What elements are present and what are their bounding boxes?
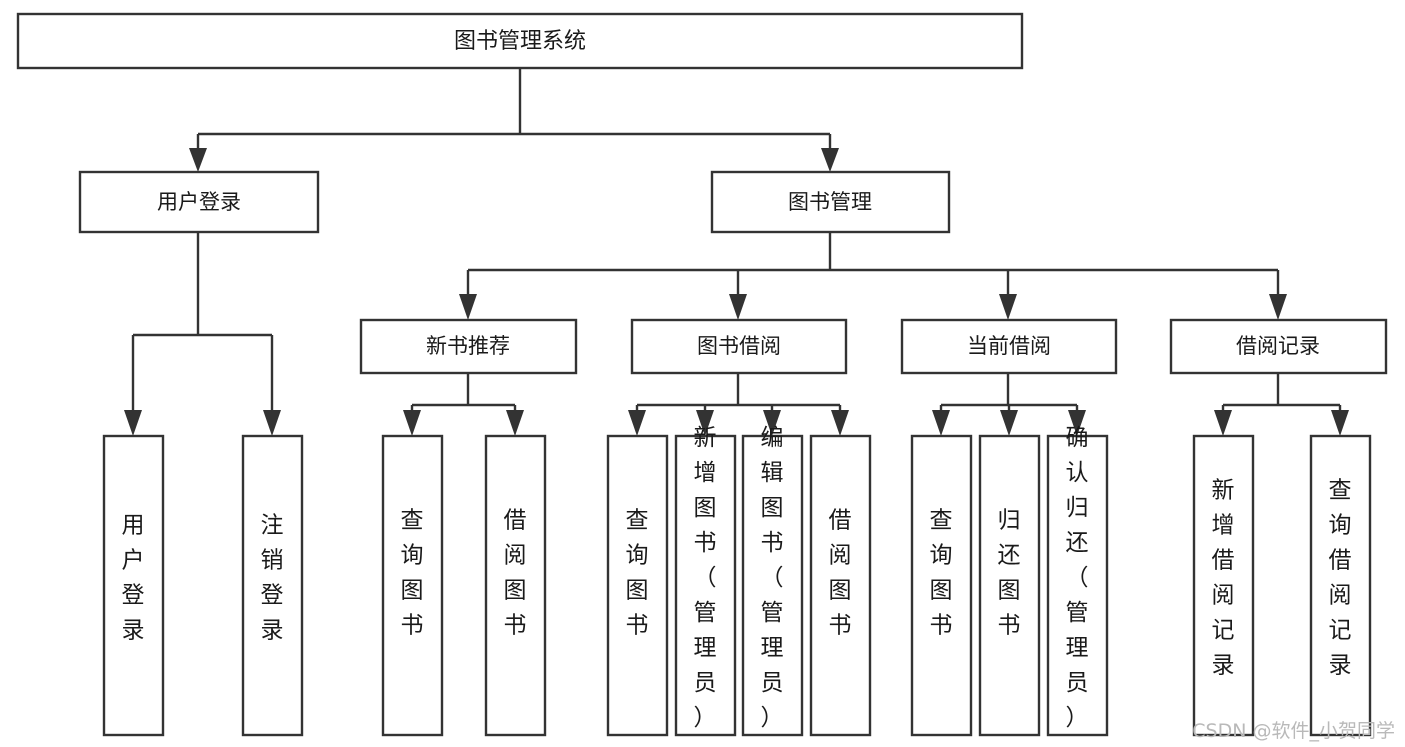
node-leaf-query-record-box[interactable] <box>1309 434 1372 737</box>
node-book-manage[interactable]: 图书管理 <box>710 170 951 234</box>
node-leaf-add-record-box[interactable] <box>1192 434 1255 737</box>
node-leaf-query-book-3[interactable]: 查询图书 <box>910 434 973 737</box>
node-leaf-add-record-label: 新增借阅记录 <box>1212 478 1235 679</box>
node-leaf-query-book-2[interactable]: 查询图书 <box>606 434 669 737</box>
node-leaf-confirm-return-box[interactable] <box>1046 434 1109 737</box>
node-book-borrow-box[interactable] <box>630 318 848 375</box>
arrow-head-leaf-user-logout <box>263 410 281 436</box>
arrow-head-leaf-borrow-book-1 <box>506 410 524 436</box>
arrow-head-book-manage <box>821 148 839 172</box>
node-book-manage-box[interactable] <box>710 170 951 234</box>
node-leaf-query-book-1-label: 查询图书 <box>401 508 424 639</box>
watermark-text: CSDN @软件_小贺同学 <box>1192 720 1395 742</box>
node-leaf-user-logout-label: 注销登录 <box>261 513 284 644</box>
node-user-login-label: 用户登录 <box>157 190 241 214</box>
node-leaf-user-logout-box[interactable] <box>241 434 304 737</box>
arrow-head-user-login <box>189 148 207 172</box>
node-root[interactable]: 图书管理系统 <box>16 12 1024 70</box>
node-root-box[interactable] <box>16 12 1024 70</box>
node-borrow-record-box[interactable] <box>1169 318 1388 375</box>
node-leaf-query-book-1[interactable]: 查询图书 <box>381 434 444 737</box>
node-leaf-query-record[interactable]: 查询借阅记录 <box>1309 434 1372 737</box>
node-new-book-recommend-label: 新书推荐 <box>426 334 510 358</box>
node-root-label: 图书管理系统 <box>454 29 586 54</box>
arrow-head-leaf-query-book-2 <box>628 410 646 436</box>
arrow-head-leaf-return-book <box>1000 410 1018 436</box>
node-new-book-recommend-box[interactable] <box>359 318 578 375</box>
node-user-login-box[interactable] <box>78 170 320 234</box>
node-leaf-user-login-box[interactable] <box>102 434 165 737</box>
node-book-borrow-label: 图书借阅 <box>697 334 781 358</box>
arrow-head-leaf-add-record <box>1214 410 1232 436</box>
node-leaf-user-logout[interactable]: 注销登录 <box>241 434 304 737</box>
node-leaf-return-book-box[interactable] <box>978 434 1041 737</box>
node-leaf-borrow-book-1-box[interactable] <box>484 434 547 737</box>
node-leaf-edit-book-box[interactable] <box>741 434 804 737</box>
node-borrow-record-label: 借阅记录 <box>1236 334 1320 358</box>
arrow-head-leaf-query-record <box>1331 410 1349 436</box>
node-leaf-query-book-1-box[interactable] <box>381 434 444 737</box>
node-leaf-query-book-3-label: 查询图书 <box>930 508 953 639</box>
arrow-head-leaf-edit-book <box>763 410 781 436</box>
node-leaf-return-book-label: 归还图书 <box>998 508 1021 639</box>
node-leaf-confirm-return[interactable]: 确认归还（管理员） <box>1046 425 1109 737</box>
node-leaf-user-login[interactable]: 用户登录 <box>102 434 165 737</box>
node-leaf-borrow-book-2-label: 借阅图书 <box>829 508 852 639</box>
node-leaf-add-record[interactable]: 新增借阅记录 <box>1192 434 1255 737</box>
arrow-head-leaf-query-book-1 <box>403 410 421 436</box>
node-current-borrow[interactable]: 当前借阅 <box>900 318 1118 375</box>
node-leaf-borrow-book-2-box[interactable] <box>809 434 872 737</box>
node-leaf-edit-book-label: 编辑图书（管理员） <box>761 425 784 731</box>
connector-layer <box>124 68 1349 436</box>
arrow-head-new-book-recommend <box>459 294 477 320</box>
node-new-book-recommend[interactable]: 新书推荐 <box>359 318 578 375</box>
node-current-borrow-box[interactable] <box>900 318 1118 375</box>
node-user-login[interactable]: 用户登录 <box>78 170 320 234</box>
node-book-borrow[interactable]: 图书借阅 <box>630 318 848 375</box>
node-leaf-query-book-2-label: 查询图书 <box>626 508 649 639</box>
arrow-head-leaf-confirm-return <box>1068 410 1086 436</box>
node-leaf-confirm-return-label: 确认归还（管理员） <box>1066 425 1089 731</box>
node-leaf-borrow-book-1[interactable]: 借阅图书 <box>484 434 547 737</box>
node-leaf-borrow-book-1-label: 借阅图书 <box>504 508 527 639</box>
node-leaf-query-book-3-box[interactable] <box>910 434 973 737</box>
node-current-borrow-label: 当前借阅 <box>967 334 1051 358</box>
arrow-head-current-borrow <box>999 294 1017 320</box>
node-leaf-query-record-label: 查询借阅记录 <box>1329 478 1352 679</box>
node-leaf-edit-book[interactable]: 编辑图书（管理员） <box>741 425 804 737</box>
node-leaf-add-book[interactable]: 新增图书（管理员） <box>674 425 737 737</box>
arrow-head-leaf-borrow-book-2 <box>831 410 849 436</box>
arrow-head-leaf-query-book-3 <box>932 410 950 436</box>
node-leaf-query-book-2-box[interactable] <box>606 434 669 737</box>
node-leaf-add-book-label: 新增图书（管理员） <box>694 425 717 731</box>
node-leaf-user-login-label: 用户登录 <box>122 513 145 644</box>
arrow-head-leaf-add-book <box>696 410 714 436</box>
arrow-head-borrow-record <box>1269 294 1287 320</box>
node-book-manage-label: 图书管理 <box>788 190 872 214</box>
node-leaf-borrow-book-2[interactable]: 借阅图书 <box>809 434 872 737</box>
arrow-head-leaf-user-login <box>124 410 142 436</box>
node-leaf-return-book[interactable]: 归还图书 <box>978 434 1041 737</box>
node-borrow-record[interactable]: 借阅记录 <box>1169 318 1388 375</box>
node-leaf-add-book-box[interactable] <box>674 434 737 737</box>
arrow-head-book-borrow <box>729 294 747 320</box>
